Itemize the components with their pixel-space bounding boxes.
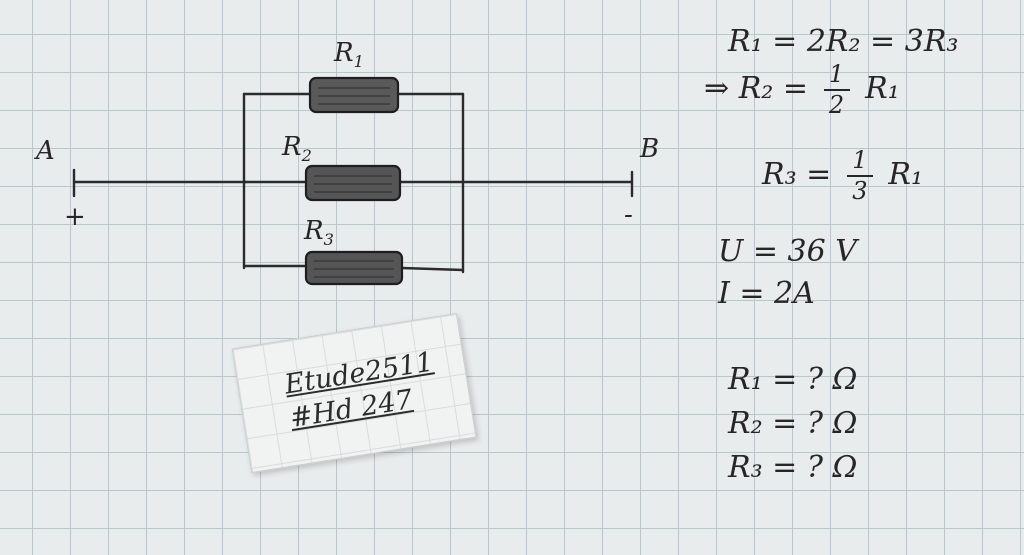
current-value: I = 2A bbox=[718, 276, 815, 311]
equation-ratio: R₁ = 2R₂ = 3R₃ bbox=[728, 24, 959, 59]
question-r3: R₃ = ? Ω bbox=[728, 450, 858, 485]
question-r1: R₁ = ? Ω bbox=[728, 362, 858, 397]
minus-sign: - bbox=[624, 200, 633, 230]
resistor-r3 bbox=[304, 250, 404, 286]
resistor-r1 bbox=[308, 76, 400, 114]
node-a-label: A bbox=[36, 136, 55, 166]
node-b-label: B bbox=[640, 134, 660, 164]
resistor-r2 bbox=[304, 164, 402, 202]
resistor-r1-label: R1 bbox=[334, 38, 364, 72]
plus-sign: + bbox=[64, 202, 86, 232]
question-r2: R₂ = ? Ω bbox=[728, 406, 858, 441]
voltage-value: U = 36 V bbox=[718, 234, 857, 269]
resistor-r2-label: R2 bbox=[282, 132, 312, 166]
implies-arrow: ⇒ bbox=[704, 71, 730, 107]
resistor-r3-label: R3 bbox=[304, 216, 334, 250]
